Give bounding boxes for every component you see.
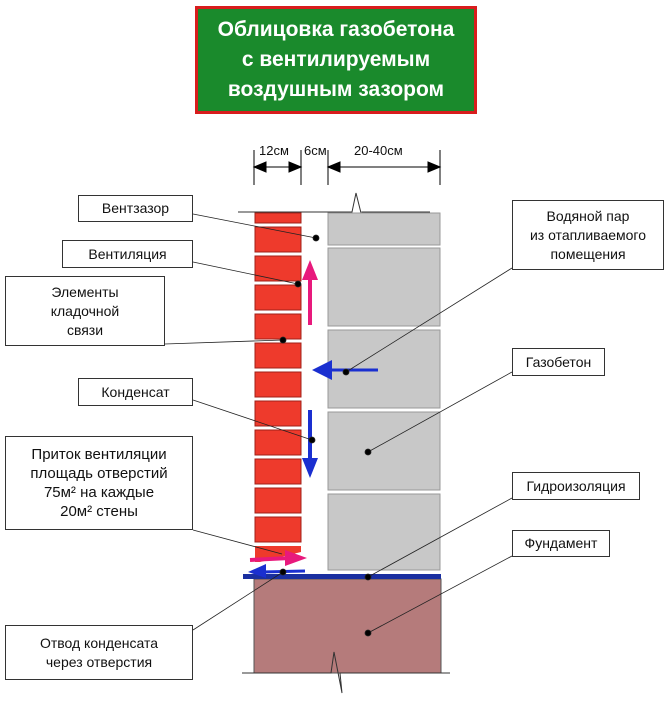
label-line: кладочной [50, 302, 120, 319]
label-line: Приток вентиляции [31, 446, 167, 463]
label-line: из отапливаемого [529, 226, 647, 243]
leader-lines [164, 213, 513, 637]
aerated-concrete-blocks [327, 212, 441, 571]
title-line: воздушным зазором [227, 78, 445, 101]
label-vapor: Водяной пар из отапливаемого помещения [512, 200, 664, 270]
title-line: с вентилируемым [241, 48, 431, 71]
air-inflow-arrow [249, 550, 307, 566]
brick [254, 342, 302, 369]
label-line: Водяной пар [546, 207, 630, 224]
brick [254, 371, 302, 398]
label-line: Отвод конденсата [39, 634, 159, 651]
brick [254, 255, 302, 282]
label-line: помещения [550, 245, 626, 262]
diagram-title: Облицовка газобетона с вентилируемым воз… [195, 6, 477, 114]
label-aerated-concrete: Газобетон [512, 348, 605, 376]
label-line: площадь отверстий [30, 465, 168, 482]
waterproofing-layer [243, 574, 441, 579]
label-line: 20м² стены [60, 503, 138, 520]
label-line: 75м² на каждые [43, 484, 155, 501]
label-inflow: Приток вентиляции площадь отверстий 75м² н… [5, 436, 193, 530]
condensate-down-arrow [302, 410, 318, 478]
foundation [253, 578, 442, 674]
label-drain: Отвод конденсата через отверстия [5, 625, 193, 680]
label-ventzazor: Вентзазор [78, 195, 193, 222]
label-foundation: Фундамент [512, 530, 610, 557]
label-ties: Элементы кладочной связи [5, 276, 165, 346]
air-up-arrow [302, 260, 318, 325]
dim-gap: 6см [304, 143, 327, 158]
label-line: через отверстия [45, 653, 153, 670]
brick [254, 458, 302, 485]
top-break-line [238, 192, 430, 230]
label-condensate: Конденсат [78, 378, 193, 406]
label-line: связи [66, 321, 104, 338]
label-line: Элементы [51, 283, 119, 300]
brick [254, 212, 302, 224]
title-line: Облицовка газобетона [217, 18, 455, 41]
brick [254, 487, 302, 514]
brick [254, 313, 302, 340]
dim-brick: 12см [259, 143, 289, 158]
brick [254, 400, 302, 427]
brick [254, 284, 302, 311]
dim-block: 20-40см [354, 143, 403, 158]
brick [254, 226, 302, 253]
ground-break-line [242, 651, 450, 694]
label-ventilation: Вентиляция [62, 240, 193, 268]
brick-cladding [254, 212, 302, 562]
dimension-lines [252, 150, 442, 185]
vapor-left-arrow [312, 360, 378, 380]
brick [254, 429, 302, 456]
label-waterproofing: Гидроизоляция [512, 472, 640, 500]
brick [254, 516, 302, 543]
